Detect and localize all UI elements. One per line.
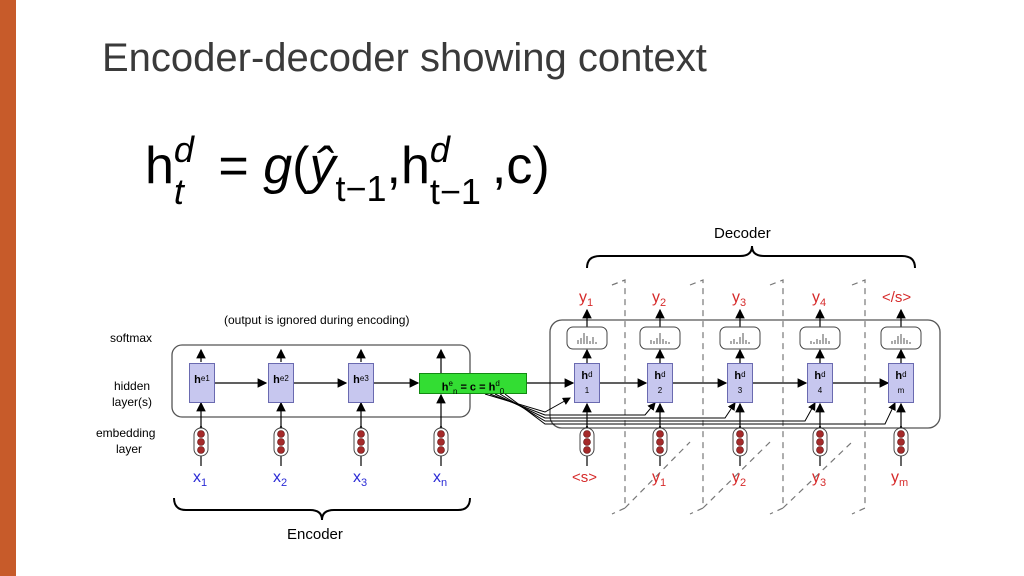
decoder-group: [549, 319, 941, 429]
formula-yhat: ŷ: [309, 137, 336, 195]
formula-h-sup: d: [173, 129, 194, 170]
decoder-output-y3: y3: [732, 289, 747, 310]
formula-c: c: [506, 137, 533, 195]
formula-equals: =: [218, 137, 249, 195]
decoder-input-y1: y1: [652, 469, 667, 490]
decoder-output-y2: y2: [652, 289, 667, 310]
embedding-row-label-2: layer: [116, 442, 143, 456]
softmax-row-label: softmax: [110, 331, 153, 345]
softmax-boxes: [566, 326, 922, 350]
decoder-output-y1: y1: [579, 289, 594, 310]
slide-accent-bar: [0, 0, 16, 576]
hidden-row-label-1: hidden: [114, 379, 151, 393]
formula-h2-sup: d: [429, 129, 450, 170]
encoder-brace: [173, 497, 471, 521]
decoder-input-y2: y2: [732, 469, 747, 490]
formula-yhat-sub: t−1: [335, 168, 387, 209]
decoder-brace: [586, 245, 916, 269]
encoder-input-x1: x1: [193, 469, 208, 490]
formula-h-sub: t: [173, 171, 184, 212]
encoder-hidden-3: he3: [348, 363, 374, 403]
hidden-row-label-2: layer(s): [112, 395, 153, 409]
context-fanout: [484, 393, 896, 425]
softmax-histograms: [577, 333, 911, 344]
embedding-pills: [193, 427, 909, 457]
ignored-output-note: (output is ignored during encoding): [224, 313, 410, 327]
formula-g: g: [263, 137, 293, 195]
decoder-input-y3: y3: [812, 469, 827, 490]
encoder-hidden-2: he2: [268, 363, 294, 403]
formula-comma-2: ,: [491, 137, 507, 195]
encoder-input-x3: x3: [353, 469, 368, 490]
encoder-hidden-1: he1: [189, 363, 215, 403]
encoder-label: Encoder: [287, 526, 343, 543]
formula-h: h: [145, 137, 174, 195]
formula-comma-1: ,: [386, 137, 401, 195]
embedding-dots: [197, 430, 905, 454]
formula-h2-sub: t−1: [429, 171, 481, 212]
decoder-output-y4: y4: [812, 289, 827, 310]
embedding-row-label-1: embedding: [96, 426, 156, 440]
encoder-input-x2: x2: [273, 469, 288, 490]
decoder-input-ym: ym: [891, 469, 909, 490]
decoder-output-end: </s>: [882, 289, 912, 306]
formula-close-paren: ): [532, 137, 550, 195]
slide-title: Encoder-decoder showing context: [102, 36, 707, 80]
encoder-input-xn: xn: [433, 469, 448, 490]
formula-open-paren: (: [292, 137, 310, 195]
decoder-label: Decoder: [714, 225, 771, 242]
context-vector-box: hen = c = hd0: [419, 373, 527, 396]
decoder-dashed-separators: [611, 279, 866, 515]
decoder-input-start: <s>: [572, 469, 598, 486]
formula-h2: h: [400, 137, 430, 195]
